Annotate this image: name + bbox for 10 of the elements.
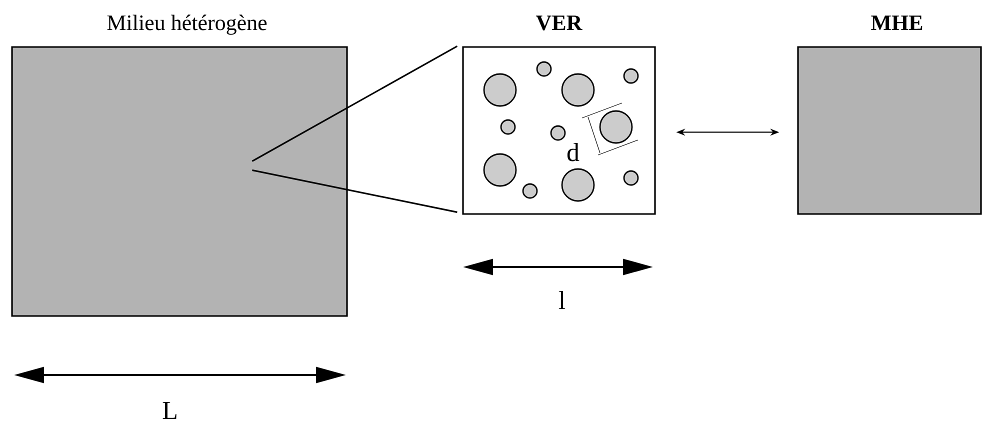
node-label: MHE [871, 16, 922, 30]
dimension-label: l [558, 290, 566, 309]
zoom-line [252, 169, 458, 213]
node-label: Milieu hétérogène [107, 14, 267, 35]
title-box: Milieu hétérogène [11, 14, 348, 317]
dimension-label: L [162, 402, 176, 419]
title-box: MHE [797, 16, 982, 215]
dimension-label: d [567, 142, 580, 162]
zoom-line [252, 46, 458, 162]
node-label: VER [536, 16, 582, 30]
